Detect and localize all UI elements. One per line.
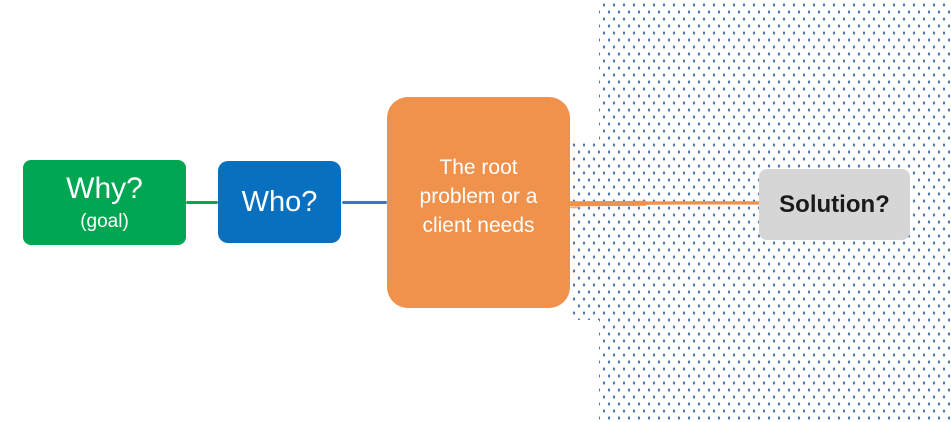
- node-why-label: Why?: [66, 172, 143, 206]
- node-solution-label: Solution?: [779, 190, 890, 218]
- node-solution: Solution?: [759, 169, 910, 240]
- connector-stroke-thick: [567, 200, 648, 207]
- node-why-sublabel: (goal): [80, 210, 129, 232]
- node-who: Who?: [218, 161, 341, 243]
- dot-pattern-strip: [571, 143, 599, 320]
- node-problem: The root problem or a client needs: [387, 97, 570, 308]
- node-problem-label: The root problem or a client needs: [419, 156, 538, 237]
- connector-why-who: [186, 201, 218, 204]
- connector-who-problem: [342, 201, 387, 204]
- connector-problem-solution: [567, 200, 762, 209]
- node-who-label: Who?: [241, 185, 318, 218]
- node-why: Why? (goal): [23, 160, 186, 245]
